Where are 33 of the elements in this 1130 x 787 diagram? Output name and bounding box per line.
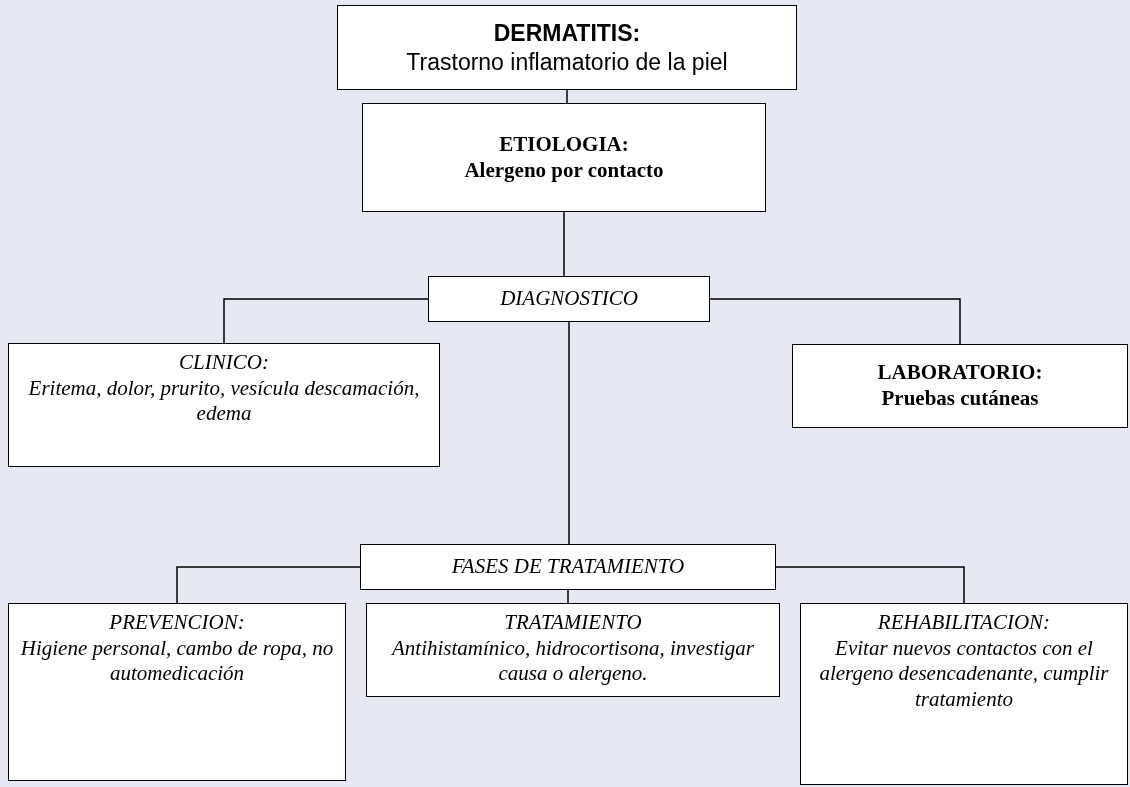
text-box xyxy=(428,276,710,322)
connector-line xyxy=(567,589,569,604)
connector-line xyxy=(709,298,961,345)
connector-line xyxy=(223,298,429,344)
box-text: DIAGNOSTICO xyxy=(500,286,638,312)
text-box xyxy=(360,544,776,590)
box-heading: PREVENCION: xyxy=(109,610,245,636)
text-box xyxy=(800,603,1128,785)
box-text: FASES DE TRATAMIENTO xyxy=(451,554,685,580)
connector-line xyxy=(176,566,361,604)
box-heading: ETIOLOGIA: xyxy=(499,131,629,158)
text-box xyxy=(792,344,1128,428)
box-text: Pruebas cutáneas xyxy=(881,386,1039,412)
box-heading: TRATAMIENTO xyxy=(504,610,642,636)
text-box xyxy=(8,343,440,467)
connector-line xyxy=(563,211,565,277)
box-heading: CLINICO: xyxy=(179,350,269,376)
text-box xyxy=(337,5,797,90)
box-text: Eritema, dolor, prurito, vesícula descamación, edema xyxy=(27,375,421,427)
box-text: Alergeno por contacto xyxy=(464,157,664,184)
connector-line xyxy=(775,566,965,604)
connector-line xyxy=(566,89,568,104)
box-heading: DERMATITIS: xyxy=(493,19,641,48)
box-text: Evitar nuevos contactos con el alergeno desencadenante, cumplir tratamiento xyxy=(818,635,1110,713)
box-heading: LABORATORIO: xyxy=(877,360,1043,386)
box-text: Higiene personal, cambo de ropa, no automedicación xyxy=(19,635,335,687)
text-box xyxy=(8,603,346,781)
box-text: Trastorno inflamatorio de la piel xyxy=(406,47,728,76)
text-box xyxy=(366,603,780,697)
connector-line xyxy=(568,321,570,545)
text-box xyxy=(362,103,766,212)
box-text: Antihistamínico, hidrocortisona, investigar causa o alergeno. xyxy=(390,635,755,687)
box-heading: REHABILITACION: xyxy=(877,610,1051,636)
